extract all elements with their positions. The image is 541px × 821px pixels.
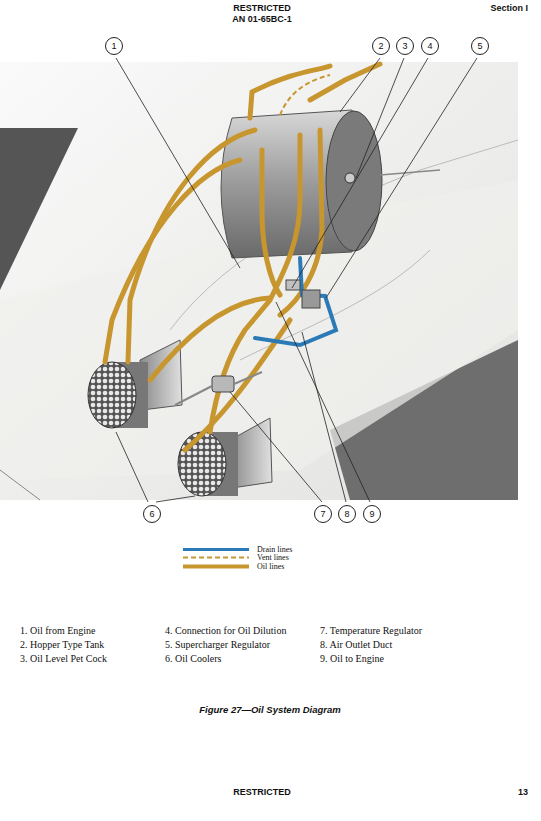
- callout-circle: 9: [363, 505, 381, 523]
- figure-caption: Figure 27—Oil System Diagram: [199, 705, 341, 715]
- part-name: 3. Oil Level Pet Cock: [20, 653, 107, 664]
- callout-number: 7: [320, 510, 325, 519]
- callout-number: 6: [149, 510, 154, 519]
- leader-lines: [340, 58, 380, 112]
- leader-lines: [292, 58, 428, 288]
- legend-line: [183, 548, 249, 551]
- part-name: 5. Supercharger Regulator: [165, 639, 270, 650]
- oil-coolers: [88, 340, 272, 496]
- hopper-tank: [326, 111, 382, 251]
- legend-entry: Oil lines: [183, 562, 284, 571]
- part-name: 2. Hopper Type Tank: [20, 639, 104, 650]
- hopper-tank: [345, 173, 355, 183]
- leader-lines: [302, 332, 346, 502]
- callout-circle: 7: [314, 505, 332, 523]
- callout-number: 9: [369, 510, 374, 519]
- oil-lines: [262, 150, 280, 295]
- security-marking: RESTRICTED: [233, 4, 291, 14]
- part-name: 8. Air Outlet Duct: [320, 639, 392, 650]
- legend-text: Drain lines: [257, 545, 292, 554]
- callout-number: 1: [111, 42, 116, 51]
- callout-circle: 6: [143, 505, 161, 523]
- oil-lines: [250, 66, 330, 118]
- part-name: 9. Oil to Engine: [320, 653, 384, 664]
- regulators: [302, 290, 320, 308]
- security-marking: RESTRICTED: [233, 788, 291, 798]
- callout-number: 4: [427, 42, 432, 51]
- callout-number: 2: [378, 42, 383, 51]
- page-number: 13: [518, 788, 528, 798]
- vent-lines: [280, 75, 330, 115]
- legend-text: Vent lines: [257, 553, 289, 562]
- leader-lines: [116, 432, 148, 502]
- leader-lines: [356, 58, 404, 178]
- leader-lines: [276, 302, 370, 502]
- oil-coolers: [88, 362, 136, 428]
- oil-lines: [150, 298, 270, 380]
- background: [0, 128, 78, 290]
- oil-lines: [105, 64, 380, 450]
- regulators: [212, 376, 234, 392]
- oil-coolers: [178, 432, 226, 496]
- regulators: [286, 280, 300, 290]
- callout-circle: 1: [105, 37, 123, 55]
- background: [0, 470, 40, 500]
- callout-number: 3: [402, 42, 407, 51]
- leader-lines: [116, 58, 477, 502]
- document-number: AN 01-65BC-1: [232, 15, 292, 25]
- oil-lines: [128, 130, 255, 362]
- legend-swatch: [183, 545, 249, 554]
- oil-lines: [210, 135, 300, 432]
- section-number: Section I: [490, 4, 528, 14]
- regulators: [175, 386, 212, 405]
- part-name: 1. Oil from Engine: [20, 625, 96, 636]
- leader-lines: [230, 392, 322, 502]
- callout-circle: 5: [471, 37, 489, 55]
- legend-text: Oil lines: [257, 562, 284, 571]
- callout-circle: 4: [421, 37, 439, 55]
- leader-lines: [116, 58, 240, 268]
- legend-swatch: [183, 553, 249, 562]
- drain-line: [255, 258, 336, 345]
- leader-lines: [326, 58, 477, 298]
- oil-lines: [105, 160, 240, 362]
- background: [0, 62, 518, 500]
- background: [0, 62, 518, 500]
- regulators: [234, 372, 262, 384]
- regulators: [380, 170, 440, 175]
- legend-line: [183, 557, 249, 559]
- callout-circle: 3: [396, 37, 414, 55]
- part-name: 7. Temperature Regulator: [320, 625, 422, 636]
- oil-lines: [310, 64, 380, 100]
- drain-line: [255, 258, 336, 345]
- legend-entry: Drain lines: [183, 545, 292, 554]
- part-name: 6. Oil Coolers: [165, 653, 221, 664]
- leader-lines: [156, 496, 195, 502]
- part-name: 4. Connection for Oil Dilution: [165, 625, 286, 636]
- callout-circle: 8: [338, 505, 356, 523]
- legend-swatch: [183, 562, 249, 571]
- legend-line: [183, 565, 249, 569]
- vent-lines: [280, 75, 330, 115]
- legend-entry: Vent lines: [183, 553, 289, 562]
- callout-number: 5: [477, 42, 482, 51]
- callout-number: 8: [344, 510, 349, 519]
- callout-circle: 2: [372, 37, 390, 55]
